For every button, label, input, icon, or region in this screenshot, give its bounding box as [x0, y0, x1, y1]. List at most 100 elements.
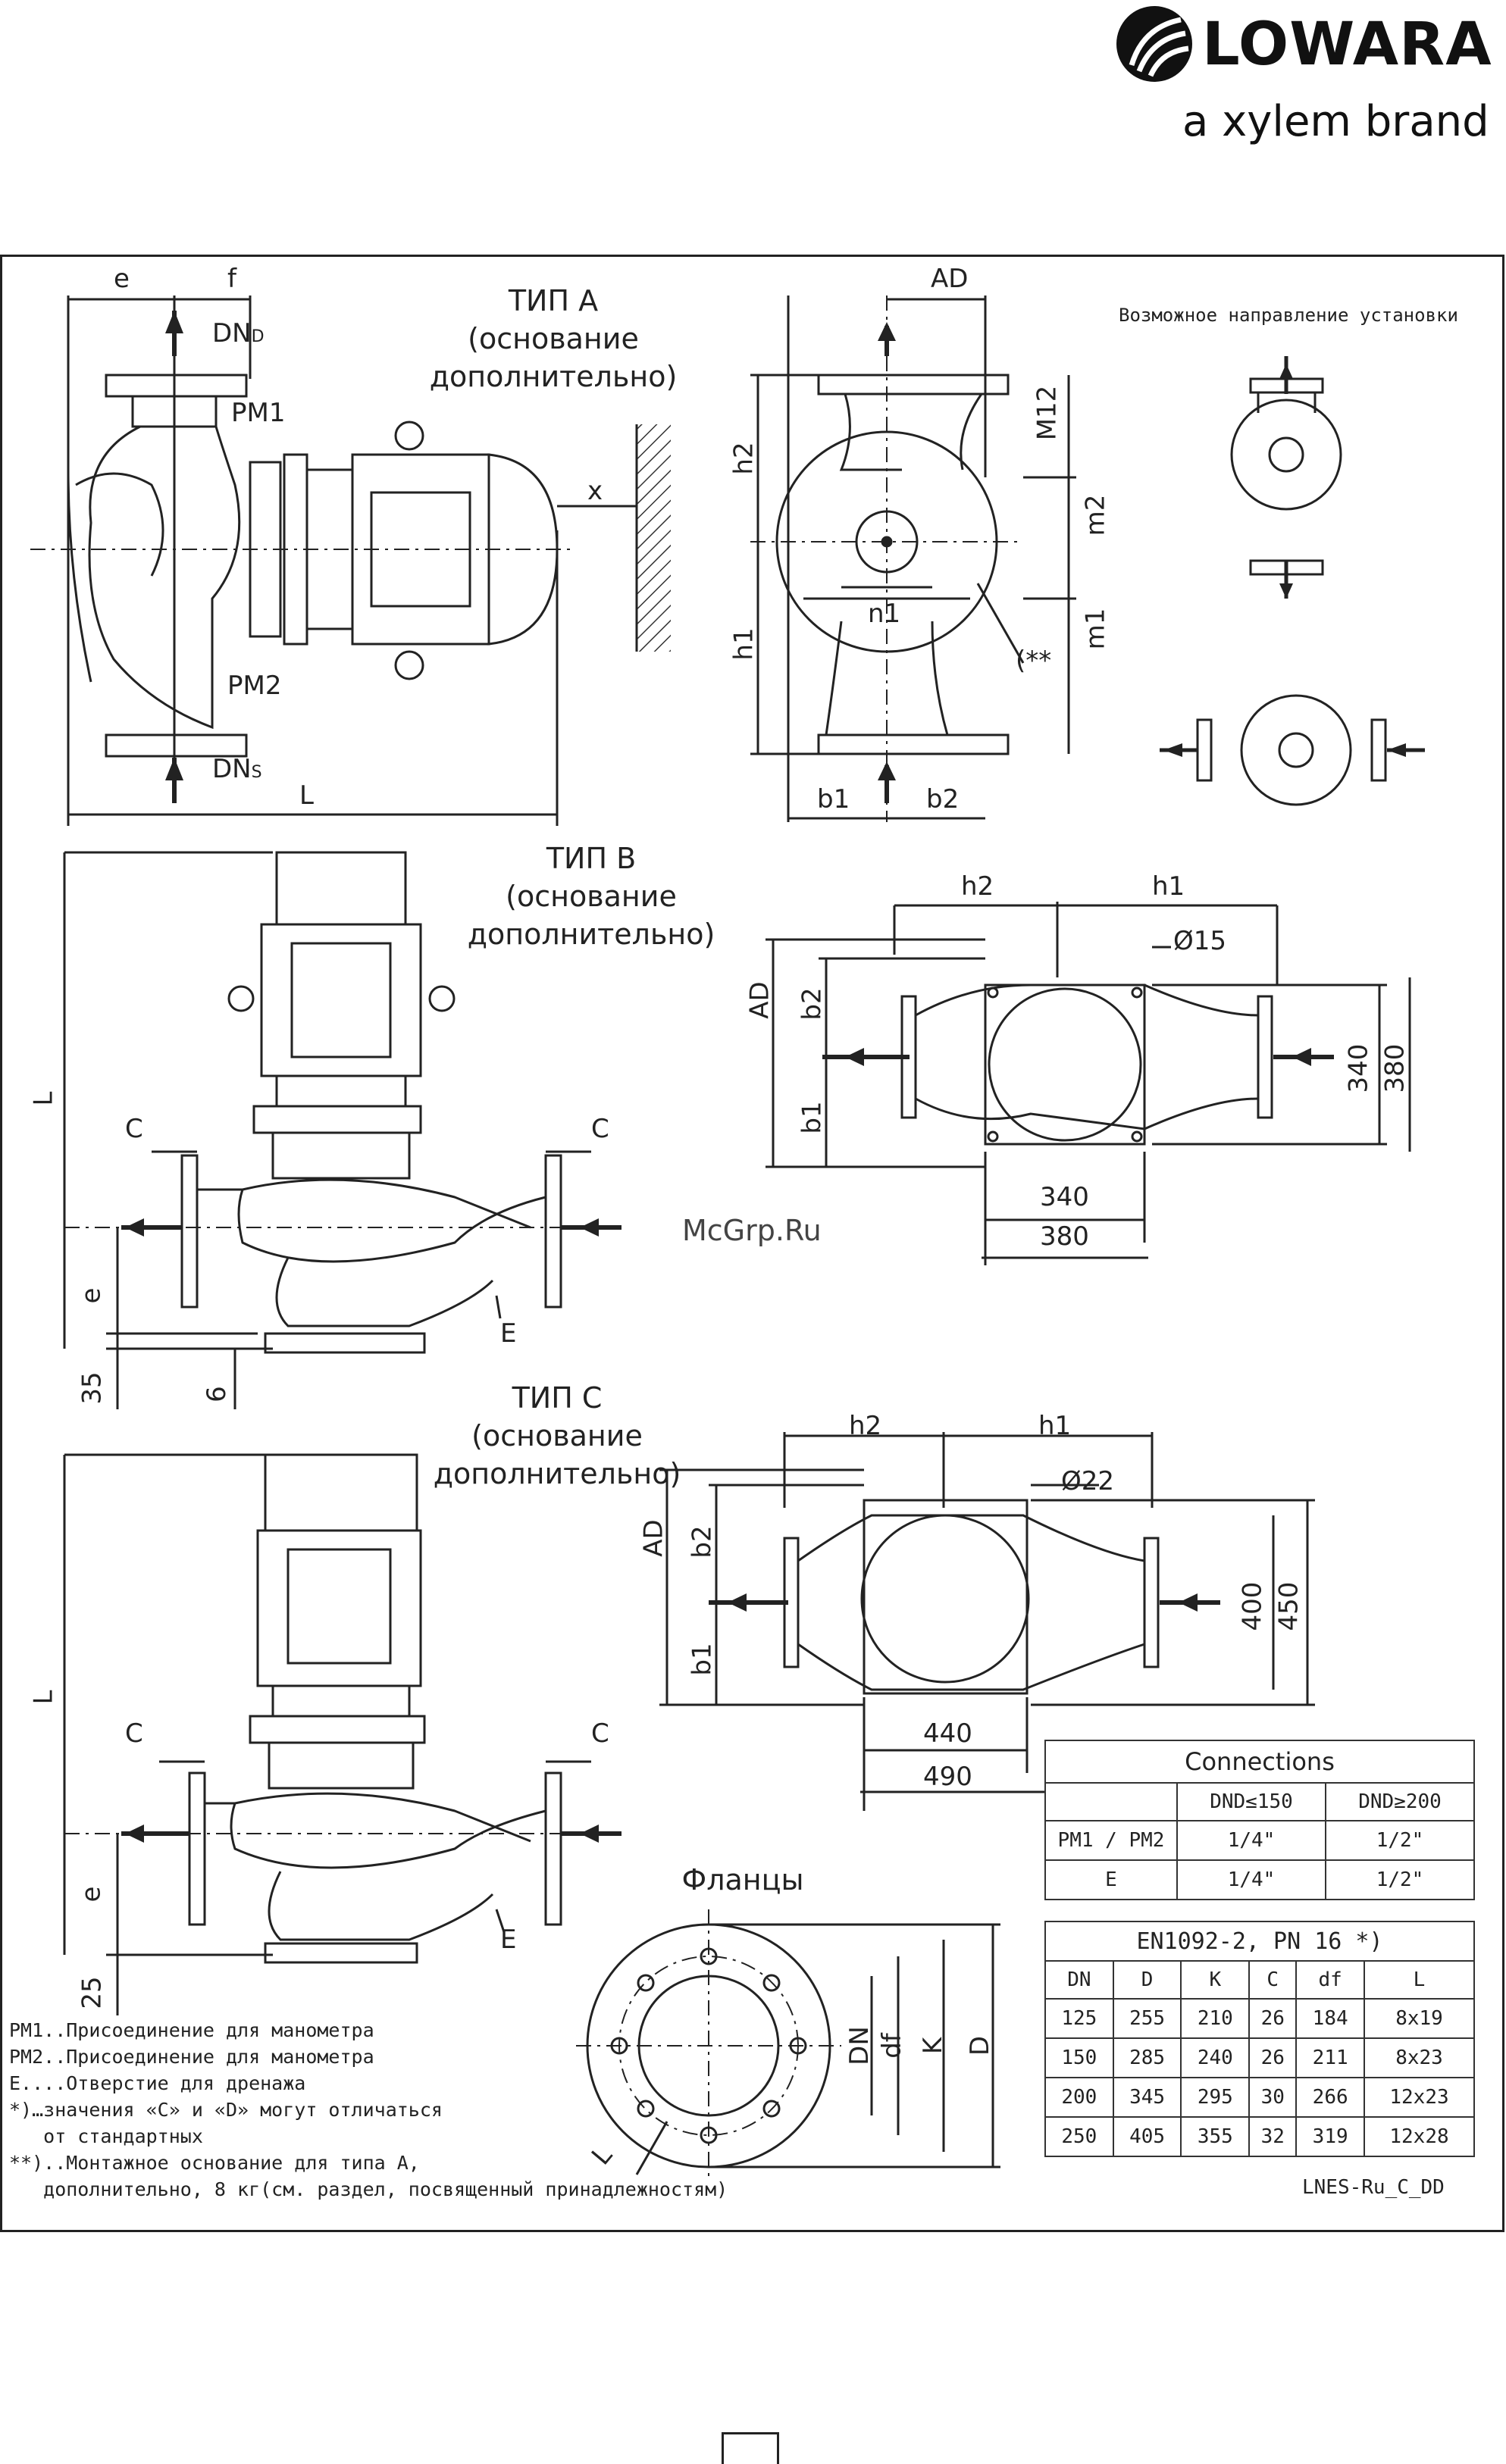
en-cell: 285	[1112, 2037, 1182, 2078]
en-header: K	[1180, 1960, 1251, 2000]
type-c-top-view	[659, 1432, 1315, 1811]
note-line: *)…значения «C» и «D» могут отличаться	[9, 2099, 443, 2121]
dim-c-b-right: C	[591, 1114, 609, 1144]
type-b-title-text: ТИП В	[546, 842, 637, 875]
dim-m12: M12	[1032, 385, 1063, 441]
en-header: L	[1364, 1960, 1475, 2000]
dim-dn-flange: DN	[844, 2026, 875, 2065]
brand-logo: LOWARA	[1113, 5, 1499, 88]
dim-stars: (**	[1016, 646, 1052, 676]
dim-d15: Ø15	[1173, 926, 1227, 956]
dim-ad-a: AD	[931, 264, 969, 294]
en-cell: 250	[1044, 2116, 1114, 2157]
dim-35: 35	[77, 1371, 108, 1405]
note-line: **)..Монтажное основание для типа А,	[9, 2152, 420, 2174]
drawing-sheet	[0, 255, 1504, 2232]
en-cell: 211	[1295, 2037, 1366, 2078]
connections-row-b: 1/2"	[1325, 1820, 1475, 1861]
dim-l-b: L	[28, 1091, 59, 1106]
en-cell: 26	[1248, 2037, 1298, 2078]
type-b-side-view	[63, 851, 621, 1409]
dim-b1-b: b1	[797, 1101, 828, 1134]
dim-h1-c: h1	[1038, 1411, 1072, 1441]
type-b-subtitle: (основание дополнительно)	[467, 880, 715, 951]
dim-440: 440	[923, 1718, 972, 1749]
en-cell: 210	[1180, 1998, 1251, 2039]
dim-dnd: DND	[212, 318, 265, 349]
en-cell: 200	[1044, 2077, 1114, 2118]
type-b-top-view	[766, 902, 1411, 1265]
connections-title: Connections	[1044, 1740, 1475, 1784]
dim-ad-b: AD	[744, 981, 775, 1019]
flanges-title: Фланцы	[681, 1863, 804, 1896]
en-cell: 319	[1295, 2116, 1366, 2157]
dim-e-drain-c: E	[500, 1925, 517, 1955]
en-header: D	[1112, 1960, 1182, 2000]
en-cell: 26	[1248, 1998, 1298, 2039]
dim-f: f	[227, 264, 236, 294]
en-cell: 345	[1112, 2077, 1182, 2118]
dnd-sub: D	[251, 327, 265, 346]
note-line: дополнительно, 8 кг(см. раздел, посвящен…	[9, 2178, 728, 2200]
en-cell: 8x19	[1364, 1998, 1475, 2039]
dim-b1-a: b1	[817, 784, 850, 815]
dim-e-top: e	[114, 264, 130, 294]
dim-380-h: 380	[1040, 1221, 1089, 1252]
en-cell: 355	[1180, 2116, 1251, 2157]
en-cell: 266	[1295, 2077, 1366, 2118]
en-cell: 32	[1248, 2116, 1298, 2157]
drawing-code: LNES-Ru_C_DD	[1302, 2176, 1445, 2199]
en-table-title: EN1092-2, PN 16 *)	[1044, 1921, 1475, 1962]
dim-l-a: L	[299, 780, 314, 811]
dim-e-c: e	[76, 1886, 107, 1903]
dim-pm1: PM1	[231, 398, 286, 428]
dim-df-flange: df	[876, 2033, 907, 2059]
dim-b2-a: b2	[926, 784, 960, 815]
en-header: df	[1295, 1960, 1366, 2000]
note-line: PM2..Присоединение для манометра	[9, 2046, 374, 2068]
en-cell: 255	[1112, 1998, 1182, 2039]
dim-380-v: 380	[1379, 1043, 1411, 1093]
connections-row-b: 1/2"	[1325, 1859, 1475, 1900]
dim-6: 6	[201, 1386, 232, 1402]
brand-tagline: a xylem brand	[1182, 97, 1489, 146]
connections-row-name: E	[1044, 1859, 1178, 1900]
dim-x: x	[587, 476, 603, 506]
dns-label: DN	[212, 754, 252, 784]
type-c-title: ТИП С (основание дополнительно)	[428, 1379, 686, 1493]
install-direction-note: Возможное направление установки	[1119, 305, 1458, 326]
connections-row-name: PM1 / PM2	[1044, 1820, 1178, 1861]
type-a-subtitle: (основание дополнительно)	[429, 322, 678, 393]
connections-col2: DND≥200	[1325, 1782, 1475, 1821]
en-cell: 240	[1180, 2037, 1251, 2078]
dim-c-b-left: C	[125, 1114, 143, 1144]
en-cell: 295	[1180, 2077, 1251, 2118]
dim-d-flange: D	[965, 2035, 996, 2056]
en-cell: 12x23	[1364, 2077, 1475, 2118]
dim-400: 400	[1237, 1581, 1268, 1631]
en-cell: 30	[1248, 2077, 1298, 2118]
en-cell: 12x28	[1364, 2116, 1475, 2157]
install-direction-diagrams	[1160, 356, 1425, 806]
notes: PM1..Присоединение для манометра PM2..Пр…	[9, 2017, 728, 2203]
dns-sub: S	[251, 763, 262, 782]
dim-340-h: 340	[1040, 1182, 1089, 1212]
dim-h2-b: h2	[961, 871, 994, 902]
connections-col1: DND≤150	[1176, 1782, 1326, 1821]
dim-e-b: e	[76, 1287, 107, 1304]
connections-row-a: 1/4"	[1176, 1820, 1326, 1861]
dim-n1: n1	[868, 599, 901, 629]
note-line: PM1..Присоединение для манометра	[9, 2019, 374, 2041]
note-line: E....Отверстие для дренажа	[9, 2072, 306, 2094]
type-a-side-view	[30, 295, 671, 826]
dim-h1-a: h1	[728, 627, 759, 661]
type-a-title-text: ТИП А	[508, 284, 599, 317]
flange-drawing	[576, 1909, 1000, 2182]
dim-340-v: 340	[1343, 1043, 1374, 1093]
connections-table: Connections DND≤150 DND≥200 PM1 / PM2 1/…	[1044, 1740, 1475, 1900]
dim-b2-b: b2	[797, 987, 828, 1021]
dim-h2-a: h2	[728, 442, 759, 475]
lowara-logo-icon	[1116, 6, 1192, 82]
en-cell: 184	[1295, 1998, 1366, 2039]
type-a-title: ТИП А (основание дополнительно)	[424, 282, 682, 396]
